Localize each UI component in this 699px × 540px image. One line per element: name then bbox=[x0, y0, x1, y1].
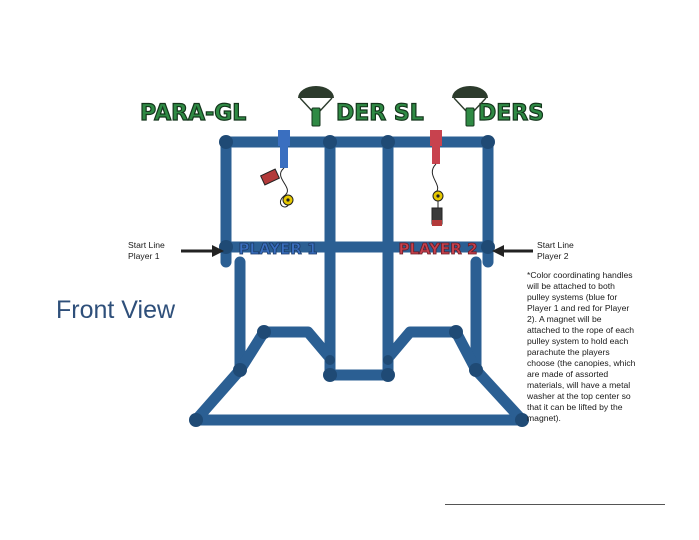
note-line: attached to the rope of each bbox=[527, 325, 635, 335]
title: PARA-GL DER SL DERS bbox=[139, 86, 545, 127]
handles-note: *Color coordinating handles will be atta… bbox=[527, 270, 667, 424]
note-line: magnet). bbox=[527, 413, 561, 423]
note-line: washer at the top center so bbox=[527, 391, 631, 401]
note-line: materials, will have a metal bbox=[527, 380, 631, 390]
note-line: pulley system to hold each bbox=[527, 336, 629, 346]
note-line: 2). A magnet will be bbox=[527, 314, 602, 324]
start-line-player-2: Start Line Player 2 bbox=[537, 240, 574, 262]
player-1-label: PLAYER 1 bbox=[238, 240, 317, 258]
note-line: choose (the canopies, which bbox=[527, 358, 636, 368]
arrow-right-icon bbox=[181, 245, 224, 257]
front-view-label: Front View bbox=[56, 296, 176, 324]
title-part-1: PARA-GL bbox=[140, 101, 246, 126]
start-line-player-text: Player 2 bbox=[537, 251, 569, 261]
start-line-player-text: Player 1 bbox=[128, 251, 160, 261]
pulley-player-1 bbox=[259, 130, 294, 208]
paraglider-icon bbox=[452, 86, 488, 127]
frame bbox=[190, 136, 528, 426]
start-line-player-1: Start Line Player 1 bbox=[128, 240, 165, 262]
paraglider-icon bbox=[298, 86, 334, 127]
note-line: parachute the players bbox=[527, 347, 610, 357]
arrow-left-icon bbox=[492, 245, 533, 257]
note-line: *Color coordinating handles bbox=[527, 270, 633, 280]
note-line: that it can be lifted by the bbox=[527, 402, 623, 412]
signature-line bbox=[445, 504, 665, 505]
title-part-2: DER SL bbox=[336, 101, 424, 126]
note-line: Player 1 and red for Player bbox=[527, 303, 630, 313]
note-line: will be attached to both bbox=[527, 281, 615, 291]
player-2-label: PLAYER 2 bbox=[398, 240, 477, 258]
note-line: are made of assorted bbox=[527, 369, 609, 379]
frame-joints bbox=[189, 135, 529, 427]
pulley-player-2 bbox=[430, 130, 444, 226]
title-part-3: DERS bbox=[478, 101, 544, 126]
start-line-text: Start Line bbox=[128, 240, 165, 250]
start-line-text: Start Line bbox=[537, 240, 574, 250]
note-line: pulley systems (blue for bbox=[527, 292, 618, 302]
